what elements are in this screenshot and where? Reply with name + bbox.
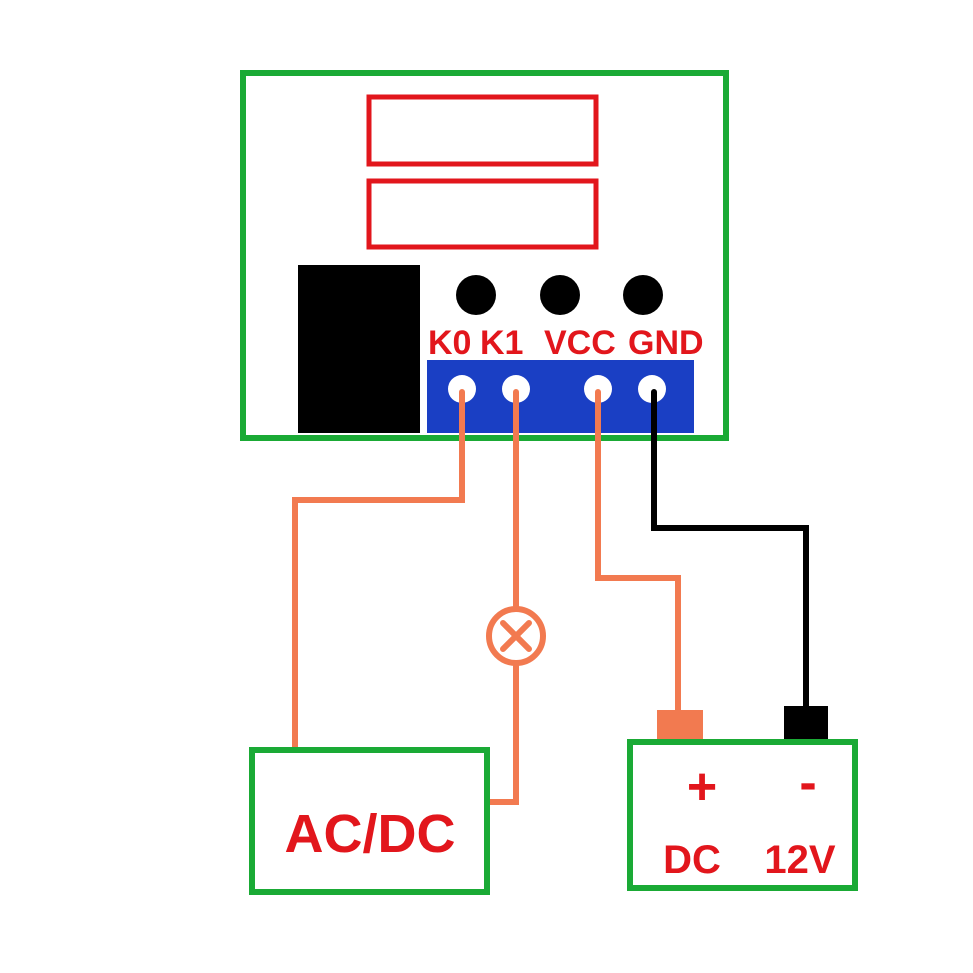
dc-label: DC (663, 838, 721, 882)
dc-plus-sign: + (687, 758, 717, 816)
controller-module: K0 K1 VCC GND (240, 70, 729, 441)
terminal-screw-gnd (638, 375, 666, 403)
wire-vcc (595, 389, 681, 715)
lamp-icon (486, 606, 546, 666)
dc-negative-terminal (784, 706, 828, 744)
ac-dc-source: AC/DC (249, 747, 490, 895)
terminal-label-gnd: GND (628, 324, 704, 362)
dc-voltage-label: 12V (764, 838, 835, 882)
display-window-bottom (366, 178, 599, 250)
wire-lamp-to-source (481, 663, 519, 805)
wire-k0 (292, 389, 465, 751)
relay-block (298, 265, 420, 433)
terminal-label-k1: K1 (480, 324, 523, 362)
button-3 (623, 275, 663, 315)
terminal-label-vcc: VCC (544, 324, 616, 362)
dc-supply-box (627, 739, 858, 891)
button-2 (540, 275, 580, 315)
display-window-top (366, 94, 599, 167)
ac-dc-label: AC/DC (285, 804, 456, 864)
terminal-label-k0: K0 (428, 324, 471, 362)
dc-minus-sign: - (799, 754, 816, 812)
wire-gnd (651, 389, 809, 711)
dc-positive-terminal (657, 710, 703, 744)
ac-dc-box (249, 747, 490, 895)
dc-supply: + - DC 12V (627, 706, 858, 891)
button-1 (456, 275, 496, 315)
